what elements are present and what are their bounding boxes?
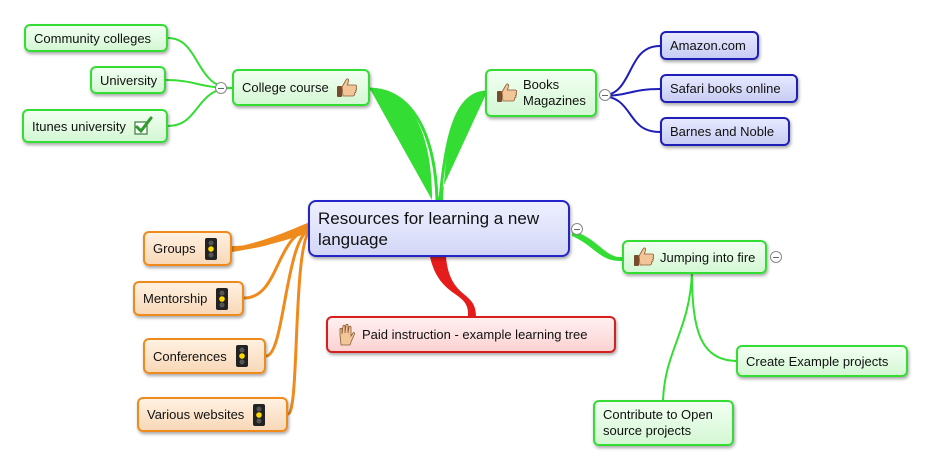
hand-stop-icon bbox=[336, 323, 356, 347]
collapse-root-right-icon[interactable] bbox=[571, 223, 583, 235]
opensource-line1: Contribute to Open bbox=[603, 407, 713, 422]
node-conferences[interactable]: Conferences bbox=[143, 338, 266, 374]
jumping-label: Jumping into fire bbox=[660, 249, 756, 265]
link-opensource bbox=[662, 271, 693, 401]
conferences-label: Conferences bbox=[153, 348, 227, 364]
paid-label: Paid instruction - example learning tree bbox=[362, 327, 588, 342]
link-example bbox=[691, 271, 739, 362]
groups-label: Groups bbox=[153, 241, 196, 256]
trunk-college bbox=[370, 89, 432, 200]
node-university[interactable]: University bbox=[90, 66, 166, 94]
node-amazon[interactable]: Amazon.com bbox=[660, 31, 759, 60]
link-mentorship bbox=[243, 226, 313, 300]
link-barnes bbox=[599, 95, 661, 133]
books-line1: Books bbox=[523, 77, 560, 92]
collapse-books-icon[interactable] bbox=[599, 89, 611, 101]
opensource-line2: source projects bbox=[603, 423, 692, 438]
traffic-light-icon bbox=[235, 344, 249, 368]
node-jumping-into-fire[interactable]: Jumping into fire bbox=[622, 240, 767, 274]
community-colleges-label: Community colleges bbox=[34, 30, 152, 46]
thumbs-up-icon bbox=[335, 76, 359, 100]
traffic-light-icon bbox=[252, 403, 266, 427]
barnes-label: Barnes and Noble bbox=[670, 124, 775, 139]
trunk-books-stroke bbox=[438, 90, 488, 201]
node-paid-instruction[interactable]: Paid instruction - example learning tree bbox=[326, 316, 616, 353]
thumbs-up-icon bbox=[632, 245, 656, 269]
node-various-websites[interactable]: Various websites bbox=[137, 397, 288, 432]
node-groups[interactable]: Groups bbox=[143, 231, 232, 266]
traffic-light-icon bbox=[204, 237, 218, 261]
node-books-magazines[interactable]: Books Magazines bbox=[485, 69, 597, 117]
check-icon bbox=[133, 116, 153, 136]
trunk-jumping bbox=[572, 230, 622, 262]
root-node[interactable]: Resources for learning a new language bbox=[308, 200, 570, 257]
node-create-example-projects[interactable]: Create Example projects bbox=[736, 345, 908, 377]
node-barnes-noble[interactable]: Barnes and Noble bbox=[660, 117, 790, 146]
link-conferences bbox=[265, 226, 313, 358]
trunk-books bbox=[437, 92, 487, 200]
node-community-colleges[interactable]: Community colleges bbox=[24, 24, 168, 52]
safari-label: Safari books online bbox=[670, 81, 781, 96]
node-contribute-open-source[interactable]: Contribute to Open source projects bbox=[593, 400, 734, 446]
traffic-light-icon bbox=[215, 287, 229, 311]
node-mentorship[interactable]: Mentorship bbox=[133, 281, 244, 316]
root-label: Resources for learning a new language bbox=[318, 209, 540, 249]
node-college-course[interactable]: College course bbox=[232, 69, 370, 106]
mentorship-label: Mentorship bbox=[143, 291, 208, 306]
link-websites bbox=[286, 226, 314, 416]
books-line2: Magazines bbox=[523, 93, 586, 108]
websites-label: Various websites bbox=[147, 407, 245, 422]
itunes-university-label: Itunes university bbox=[32, 118, 126, 134]
college-course-label: College course bbox=[242, 80, 329, 95]
collapse-college-icon[interactable] bbox=[215, 82, 227, 94]
university-label: University bbox=[100, 72, 158, 88]
node-itunes-university[interactable]: Itunes university bbox=[22, 109, 168, 143]
example-label: Create Example projects bbox=[746, 353, 889, 369]
collapse-jumping-icon[interactable] bbox=[770, 251, 782, 263]
thumbs-up-icon bbox=[495, 81, 519, 105]
trunk-paid bbox=[430, 257, 476, 316]
node-safari-books[interactable]: Safari books online bbox=[660, 74, 798, 103]
amazon-label: Amazon.com bbox=[670, 38, 746, 53]
trunk-college-stroke bbox=[369, 87, 439, 201]
